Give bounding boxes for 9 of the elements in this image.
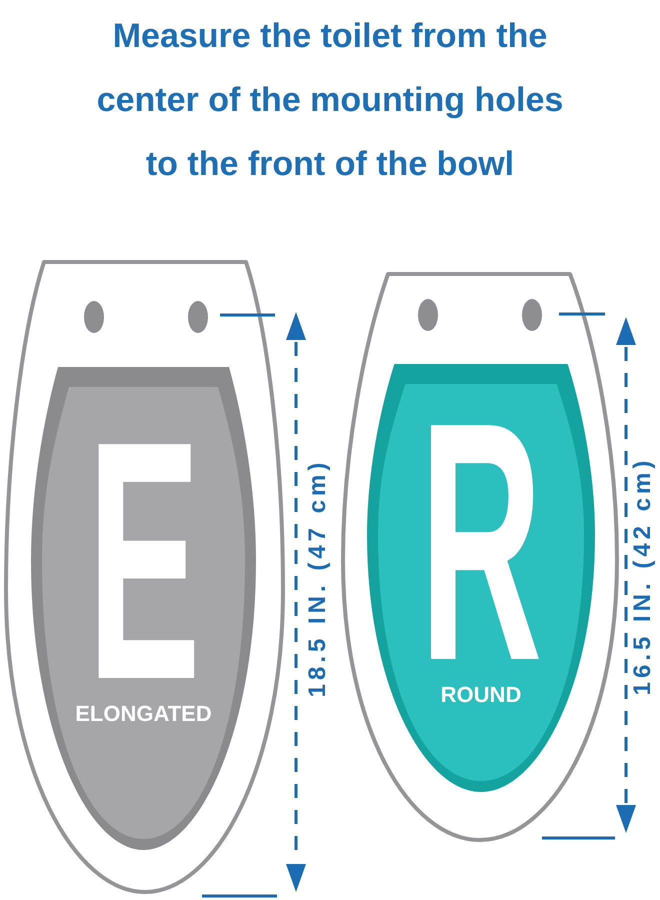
large-letter: E [86,436,200,686]
large-letter: R [420,417,542,667]
dimension-label: 18.5 IN. (47 cm) [304,458,332,698]
seat-type-label: ROUND [440,682,522,708]
seat-lid-panel [31,367,256,850]
dimension-label: 16.5 IN. (42 cm) [629,456,657,696]
seat-lid-panel [367,364,595,792]
seat-type-label: ELONGATED [75,701,212,727]
heading: Measure the toilet from the center of the mounting holes to the front of the bowl [96,16,564,185]
